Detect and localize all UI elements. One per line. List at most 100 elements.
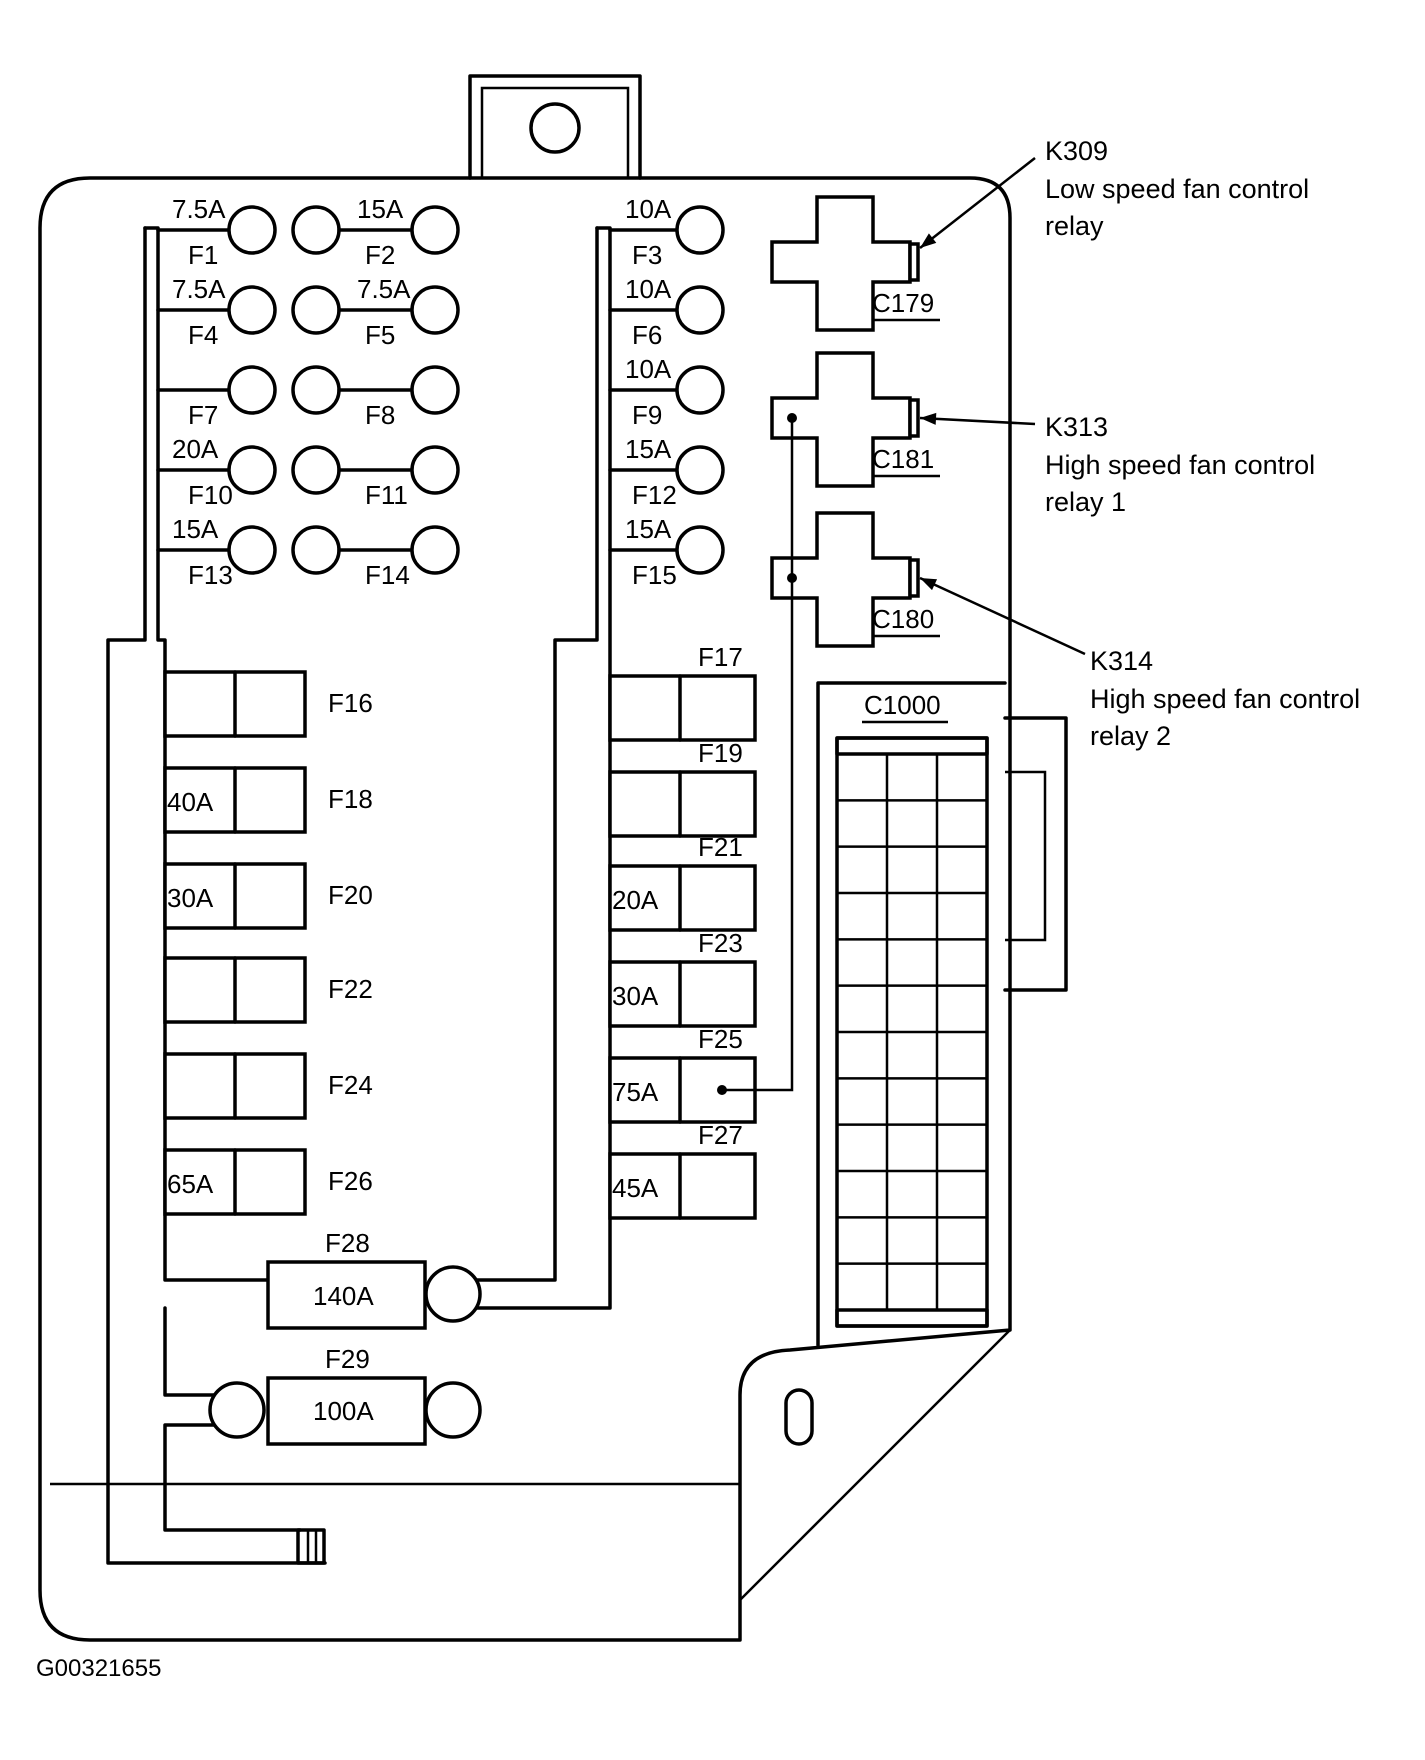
relay-C179-description: Low speed fan control: [1045, 174, 1309, 204]
fuse-F29: F29 100A: [208, 1344, 482, 1446]
fuse-F12-rating: 15A: [625, 434, 672, 464]
fuse-F1-label: F1: [188, 240, 218, 270]
fuse-F28-label: F28: [325, 1228, 370, 1258]
fuse-F3-label: F3: [632, 240, 662, 270]
fuse-F7: F7: [156, 365, 277, 430]
fuse-F20-rating: 30A: [167, 883, 214, 913]
fuse-F4-rating: 7.5A: [172, 274, 226, 304]
relay-feed-wire: [717, 413, 797, 1095]
fuse-F25: 75A F25: [608, 1024, 757, 1124]
fuse-F14-label: F14: [365, 560, 410, 590]
fuse-F13: 15A F13: [156, 514, 277, 590]
fuse-F19: F19: [608, 738, 757, 838]
fuse-F11-label: F11: [365, 480, 408, 510]
fuse-F8: F8: [291, 365, 460, 430]
relay-C180-description: High speed fan control: [1090, 684, 1360, 714]
fuse-F21-rating: 20A: [612, 885, 659, 915]
fuse-F7-label: F7: [188, 400, 218, 430]
fuse-F5-label: F5: [365, 320, 395, 350]
fuse-F3-rating: 10A: [625, 194, 672, 224]
fuse-F24: F24: [163, 1052, 373, 1120]
relay-C179-leader: [919, 157, 1036, 249]
mounting-tab: [468, 74, 642, 180]
fuse-F29-label: F29: [325, 1344, 370, 1374]
fuse-F27-label: F27: [698, 1120, 743, 1150]
fuse-F3: 10A F3: [608, 194, 725, 270]
fuse-F24-label: F24: [328, 1070, 373, 1100]
fuse-F28: F28 140A: [266, 1228, 482, 1330]
fuse-F10-label: F10: [188, 480, 233, 510]
bus-bar-traces: [106, 226, 612, 1565]
fuse-F21-label: F21: [698, 832, 743, 862]
fuse-F9: 10A F9: [608, 354, 725, 430]
fuse-F25-rating: 75A: [612, 1077, 659, 1107]
fuse-F22-label: F22: [328, 974, 373, 1004]
fuse-F6-rating: 10A: [625, 274, 672, 304]
fuse-F12: 15A F12: [608, 434, 725, 510]
fuse-F6-label: F6: [632, 320, 662, 350]
fuse-F22: F22: [163, 956, 373, 1024]
fuse-F12-label: F12: [632, 480, 677, 510]
fuse-F6: 10A F6: [608, 274, 725, 350]
fuse-F16-label: F16: [328, 688, 373, 718]
relay-C181-leader: [919, 412, 1036, 426]
fuse-F17: F17: [608, 642, 757, 742]
fuse-F27: 45A F27: [608, 1120, 757, 1220]
fuse-F27-rating: 45A: [612, 1173, 659, 1203]
fuse-F11: F11: [291, 445, 460, 510]
relay-C181-id: K313: [1045, 412, 1108, 442]
fuse-F16: F16: [163, 670, 373, 738]
fuse-F15-rating: 15A: [625, 514, 672, 544]
relay-C181-description-cont: relay 1: [1045, 487, 1126, 517]
fuse-F20-label: F20: [328, 880, 373, 910]
fuse-F14: F14: [291, 525, 460, 590]
relay-C180-leader: [919, 576, 1086, 656]
fuse-F18: 40A F18: [163, 766, 373, 834]
relay-C179-id: K309: [1045, 136, 1108, 166]
relay-C181-description: High speed fan control: [1045, 450, 1315, 480]
fuse-F29-rating: 100A: [313, 1396, 374, 1426]
fuse-F9-label: F9: [632, 400, 662, 430]
fuse-F10: 20A F10: [156, 434, 277, 510]
fuse-F19-label: F19: [698, 738, 743, 768]
fuse-F4: 7.5A F4: [156, 274, 277, 350]
fuse-F1-rating: 7.5A: [172, 194, 226, 224]
fuse-F4-label: F4: [188, 320, 218, 350]
fuse-F2-label: F2: [365, 240, 395, 270]
fuse-F21: 20A F21: [608, 832, 757, 932]
fuse-F23: 30A F23: [608, 928, 757, 1028]
relay-C180-id: K314: [1090, 646, 1153, 676]
fuse-F28-rating: 140A: [313, 1281, 374, 1311]
fuse-F18-rating: 40A: [167, 787, 214, 817]
relay-C180-description-cont: relay 2: [1090, 721, 1171, 751]
fuse-F5-rating: 7.5A: [357, 274, 411, 304]
fuse-F13-rating: 15A: [172, 514, 219, 544]
fuse-F5: 7.5A F5: [291, 274, 460, 350]
fuse-F23-label: F23: [698, 928, 743, 958]
fuse-F26: 65A F26: [163, 1148, 373, 1216]
fuse-F23-rating: 30A: [612, 981, 659, 1011]
fuse-F9-rating: 10A: [625, 354, 672, 384]
relay-C179-connector-label: C179: [872, 288, 934, 318]
fuse-F13-label: F13: [188, 560, 233, 590]
figure-id: G00321655: [36, 1655, 161, 1682]
fuse-F25-label: F25: [698, 1024, 743, 1054]
fuse-F26-label: F26: [328, 1166, 373, 1196]
fuse-F26-rating: 65A: [167, 1169, 214, 1199]
relay-C181-connector-label: C181: [872, 444, 934, 474]
fuse-F8-label: F8: [365, 400, 395, 430]
fuse-F2: 15A F2: [291, 194, 460, 270]
connector-C1000-label: C1000: [864, 690, 941, 720]
fuse-F18-label: F18: [328, 784, 373, 814]
fuse-F15-label: F15: [632, 560, 677, 590]
fuse-F15: 15A F15: [608, 514, 725, 590]
fuse-F20: 30A F20: [163, 862, 373, 930]
relay-C180-connector-label: C180: [872, 604, 934, 634]
fuse-F2-rating: 15A: [357, 194, 404, 224]
fuse-F10-rating: 20A: [172, 434, 219, 464]
relay-C179-description-cont: relay: [1045, 211, 1104, 241]
